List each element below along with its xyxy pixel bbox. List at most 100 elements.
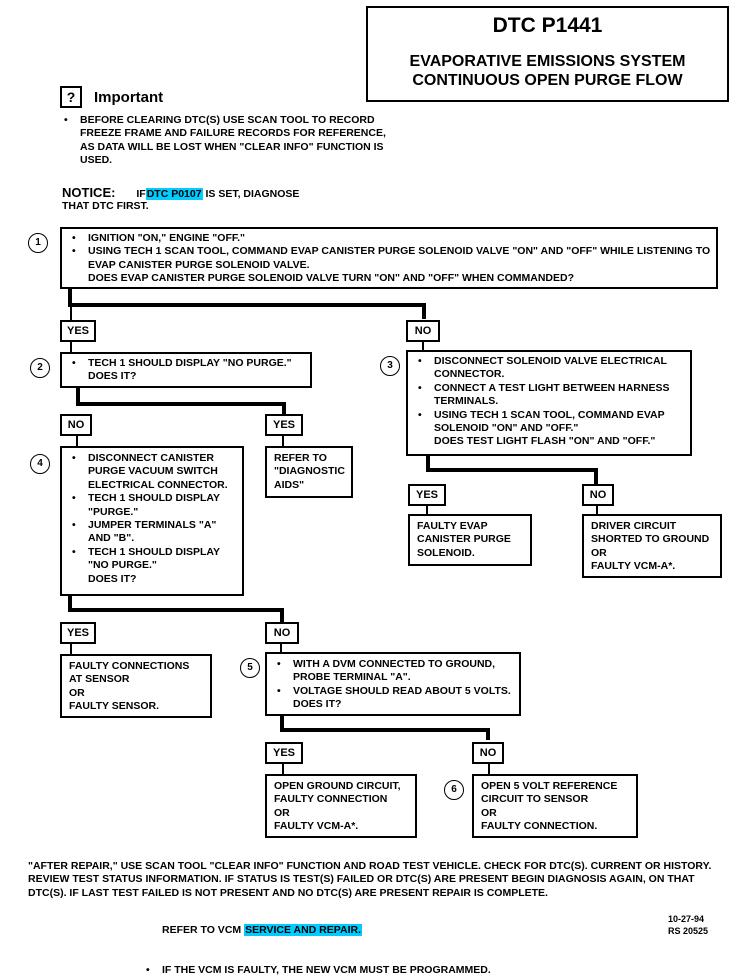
notice-line-2: THAT DTC FIRST.: [62, 200, 149, 212]
notice-suffix: IS SET, DIAGNOSE: [205, 188, 300, 200]
step-3-bullet-2: CONNECT A TEST LIGHT BETWEEN HARNESS TER…: [412, 382, 686, 409]
result-driver-circuit-line-1: DRIVER CIRCUIT SHORTED TO GROUND: [591, 520, 710, 546]
step-4-bullet-2: TECH 1 SHOULD DISPLAY "PURGE.": [66, 492, 238, 519]
step-5-yes: YES: [265, 742, 303, 764]
connector: [594, 468, 598, 484]
step-2-bullet-1: TECH 1 SHOULD DISPLAY "NO PURGE.": [66, 357, 306, 371]
connector: [282, 764, 284, 776]
result-faulty-connections: FAULTY CONNECTIONS AT SENSOR OR FAULTY S…: [60, 654, 212, 718]
step-5-bullet-1: WITH A DVM CONNECTED TO GROUND, PROBE TE…: [271, 658, 515, 685]
important-label: Important: [94, 89, 164, 106]
step-4-number: 4: [30, 454, 50, 474]
step-1-question: DOES EVAP CANISTER PURGE SOLENOID VALVE …: [88, 272, 575, 285]
step-2-no: NO: [60, 414, 92, 436]
connector: [68, 596, 72, 612]
step-3-bullet-3: USING TECH 1 SCAN TOOL, COMMAND EVAP SOL…: [412, 409, 686, 436]
step-4-bullet-4: TECH 1 SHOULD DISPLAY "NO PURGE.": [66, 546, 238, 573]
result-diagnostic-aids: REFER TO "DIAGNOSTIC AIDS": [265, 446, 353, 498]
result-open-5v-line-1: OPEN 5 VOLT REFERENCE CIRCUIT TO SENSOR: [481, 780, 618, 806]
step-4-question: DOES IT?: [88, 572, 137, 585]
result-faulty-connections-or: OR: [69, 686, 85, 699]
result-driver-circuit: DRIVER CIRCUIT SHORTED TO GROUND OR FAUL…: [582, 514, 722, 578]
title-line-2: CONTINUOUS OPEN PURGE FLOW: [412, 72, 683, 89]
result-diagnostic-aids-text: REFER TO "DIAGNOSTIC AIDS": [274, 452, 345, 491]
important-icon: ?: [60, 86, 82, 108]
connector: [486, 728, 490, 740]
step-3-question: DOES TEST LIGHT FLASH "ON" AND "OFF.": [434, 435, 656, 448]
step-1-bullet-2: USING TECH 1 SCAN TOOL, COMMAND EVAP CAN…: [66, 245, 712, 272]
result-open-ground-line-1: OPEN GROUND CIRCUIT, FAULTY CONNECTION: [274, 780, 401, 806]
step-5-no: NO: [472, 742, 504, 764]
connector: [426, 456, 430, 472]
step-5-number: 5: [240, 658, 260, 678]
refer-vcm-prefix: REFER TO VCM: [162, 924, 242, 936]
connector: [422, 303, 426, 319]
result-open-5v-line-2: FAULTY CONNECTION.: [481, 820, 598, 833]
connector: [426, 468, 598, 472]
result-open-5v-reference: OPEN 5 VOLT REFERENCE CIRCUIT TO SENSOR …: [472, 774, 638, 838]
doc-date: 10-27-94: [668, 914, 705, 924]
step-4-bullet-3: JUMPER TERMINALS "A" AND "B".: [66, 519, 238, 546]
notice-label: NOTICE:: [62, 185, 116, 200]
step-1-box: IGNITION "ON," ENGINE "OFF." USING TECH …: [60, 227, 718, 289]
title-line-1: EVAPORATIVE EMISSIONS SYSTEM: [409, 53, 686, 70]
result-faulty-connections-line-2: FAULTY SENSOR.: [69, 700, 160, 713]
service-and-repair-link[interactable]: SERVICE AND REPAIR.: [244, 924, 362, 936]
connector: [282, 402, 286, 414]
step-3-number: 3: [380, 356, 400, 376]
result-open-ground-or: OR: [274, 806, 290, 819]
notice-prefix: IF: [136, 188, 146, 200]
step-4-yes: YES: [60, 622, 96, 644]
doc-code: RS 20525: [668, 926, 709, 936]
step-4-bullet-1: DISCONNECT CANISTER PURGE VACUUM SWITCH …: [66, 452, 238, 492]
step-5-bullet-2: VOLTAGE SHOULD READ ABOUT 5 VOLTS.: [271, 685, 515, 699]
after-repair-text: "AFTER REPAIR," USE SCAN TOOL "CLEAR INF…: [28, 860, 712, 899]
connector: [488, 764, 490, 776]
connector: [70, 342, 72, 354]
important-text: BEFORE CLEARING DTC(s) USE SCAN TOOL TO …: [58, 114, 392, 168]
connector: [596, 506, 598, 516]
connector: [70, 644, 72, 656]
step-3-box: DISCONNECT SOLENOID VALVE ELECTRICAL CON…: [406, 350, 692, 456]
result-open-ground-line-2: FAULTY VCM-A*.: [274, 820, 359, 833]
step-1-yes: YES: [60, 320, 96, 342]
result-open-ground: OPEN GROUND CIRCUIT, FAULTY CONNECTION O…: [265, 774, 417, 838]
connector: [76, 436, 78, 448]
result-faulty-connections-line-1: FAULTY CONNECTIONS AT SENSOR: [69, 660, 190, 686]
result-faulty-evap-text: FAULTY EVAP CANISTER PURGE SOLENOID.: [417, 520, 511, 559]
connector: [68, 303, 426, 307]
connector: [70, 303, 72, 321]
step-2-yes: YES: [265, 414, 303, 436]
step-1-no: NO: [406, 320, 440, 342]
step-6-number: 6: [444, 780, 464, 800]
step-1-bullet-1: IGNITION "ON," ENGINE "OFF.": [66, 232, 712, 246]
step-2-box: TECH 1 SHOULD DISPLAY "NO PURGE." DOES I…: [60, 352, 312, 388]
result-open-5v-or: OR: [481, 806, 497, 819]
result-driver-circuit-line-2: FAULTY VCM-A*.: [591, 560, 676, 573]
connector: [68, 289, 72, 305]
refer-vcm: REFER TO VCM SERVICE AND REPAIR.: [162, 924, 362, 937]
result-driver-circuit-or: OR: [591, 546, 607, 559]
title-box: DTC P1441 EVAPORATIVE EMISSIONS SYSTEM C…: [366, 6, 729, 102]
connector: [280, 716, 284, 732]
connector: [426, 506, 428, 516]
step-2-number: 2: [30, 358, 50, 378]
connector: [422, 342, 424, 352]
step-2-question: DOES IT?: [88, 370, 137, 383]
step-3-yes: YES: [408, 484, 446, 506]
connector: [282, 436, 284, 448]
vcm-note: IF THE VCM IS FAULTY, THE NEW VCM MUST B…: [140, 964, 602, 977]
connector: [280, 728, 490, 732]
connector: [68, 608, 284, 612]
connector: [280, 644, 282, 654]
dtc-p0107-link[interactable]: DTC P0107: [145, 188, 203, 200]
step-4-no: NO: [265, 622, 299, 644]
step-5-box: WITH A DVM CONNECTED TO GROUND, PROBE TE…: [265, 652, 521, 716]
result-faulty-evap: FAULTY EVAP CANISTER PURGE SOLENOID.: [408, 514, 532, 566]
step-3-no: NO: [582, 484, 614, 506]
dtc-code: DTC P1441: [492, 14, 603, 37]
connector: [280, 608, 284, 622]
connector: [76, 402, 286, 406]
step-5-question: DOES IT?: [293, 698, 342, 711]
connector: [76, 388, 80, 406]
